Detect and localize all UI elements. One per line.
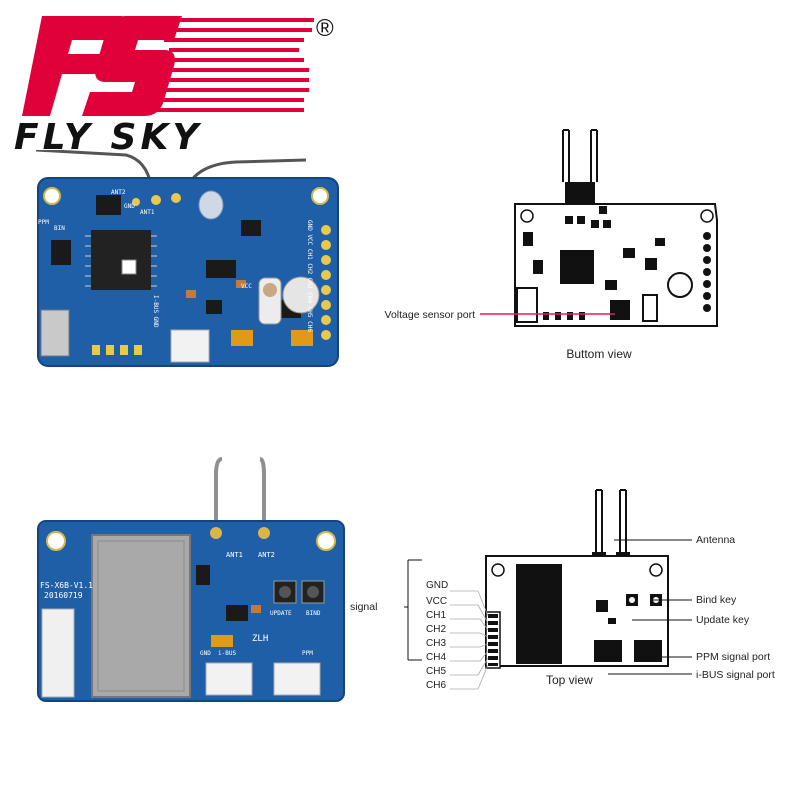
update-key-label: Update key [696,614,750,626]
pcb-label-ant2: ANT2 [258,551,275,559]
bottom-view-caption: Buttom view [566,347,632,361]
pin-label-vcc: VCC [426,596,447,607]
pcb-label-channel-pins: GND VCC CH1 CH2 CH3 CH4 CH5 CH6 [306,220,313,332]
pcb-label-ibus-gnd: I-BUS GND [152,295,159,328]
voltage-sensor-port-label: Voltage sensor port [385,309,476,321]
top-view-diagram: signal GND VCC CH1 CH2 CH3 CH4 CH5 CH6 [350,480,790,700]
pcb-label-ibus: i-BUS [218,650,236,657]
fs-monogram: FLY SKY ® [14,15,334,158]
pin-label-ch2: CH2 [426,624,446,635]
pcb-label-date: 20160719 [44,591,83,600]
pcb-label-model: FS-X6B-V1.1 [40,581,93,590]
pin-label-ch4: CH4 [426,652,446,663]
pcb-label-bin: BIN [54,225,65,232]
bottom-view-photo: ANT2 GND ANT1 PPM BIN VCC GND VCC CH1 CH… [35,148,346,370]
pin-label-ch3: CH3 [426,638,446,649]
pcb-label-ant1: ANT1 [140,209,155,216]
signal-label: signal [350,601,377,613]
pcb-label-gnd: GND [124,203,135,210]
pcb-label-update: UPDATE [270,610,292,617]
pin-label-gnd: GND [426,580,448,591]
bind-key-label: Bind key [696,594,737,606]
pcb-label-bind: BIND [306,610,321,617]
antenna-label: Antenna [696,534,735,546]
pcb-label-ant2: ANT2 [111,189,126,196]
top-view-photo: FS-X6B-V1.1 20160719 ANT1 ANT2 UPDATE BI… [36,455,356,705]
ppm-signal-port-label: PPM signal port [696,651,770,663]
registered-mark: ® [316,15,334,42]
pin-label-ch1: CH1 [426,610,446,621]
bottom-view-diagram: Voltage sensor port Buttom view [355,120,775,370]
top-view-caption: Top view [546,673,593,687]
logo-brand-text: FLY SKY [14,117,202,154]
signal-bracket [404,559,422,661]
pcb-label-vcc: VCC [241,283,252,290]
ibus-signal-port-label: i-BUS signal port [696,669,775,681]
flysky-logo: FLY SKY ® [14,4,344,158]
pcb-label-ant1: ANT1 [226,551,243,559]
pin-labels: GND VCC CH1 CH2 CH3 CH4 CH5 CH6 [426,580,489,691]
pcb-label-ppm: PPM [302,650,313,657]
pin-label-ch6: CH6 [426,680,446,691]
pcb-label-zlh: ZLH [252,634,268,644]
pcb-label-ppm: PPM [38,219,49,226]
pcb-label-gnd: GND [200,650,211,657]
pin-label-ch5: CH5 [426,666,446,677]
